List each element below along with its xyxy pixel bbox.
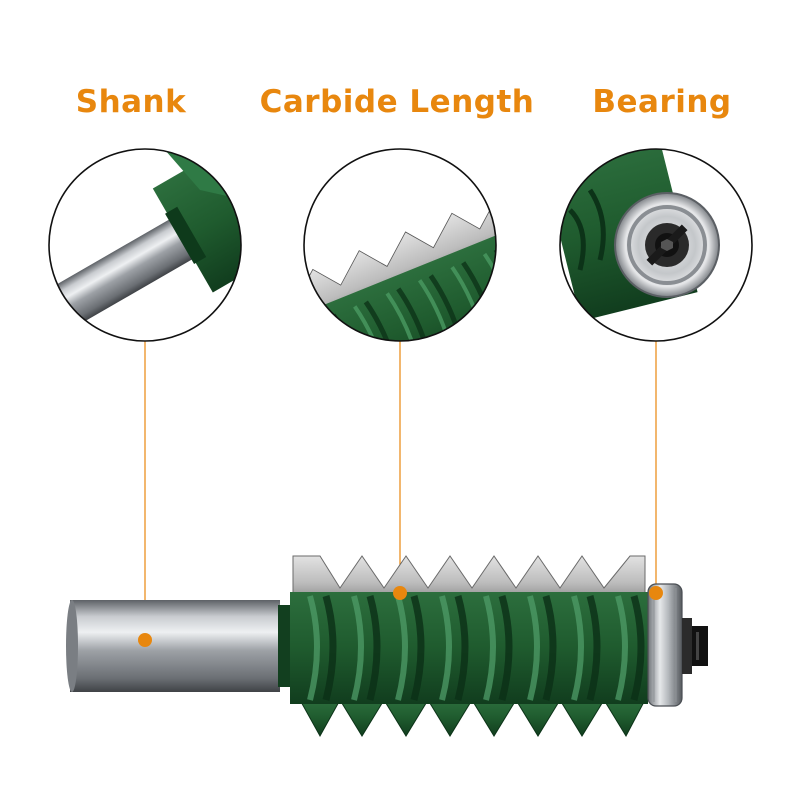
shank-dot — [138, 633, 152, 647]
bearing-detail-circle — [559, 148, 753, 342]
carbide-length-label: Carbide Length — [259, 84, 535, 120]
bearing-dot — [649, 586, 663, 600]
bearing — [647, 583, 708, 707]
bearing-label: Bearing — [592, 84, 732, 120]
indicator-dots — [138, 586, 663, 647]
carbide-dot — [393, 586, 407, 600]
shank — [66, 600, 280, 692]
shank-detail-circle — [48, 148, 242, 342]
shank-label: Shank — [75, 84, 187, 120]
cutter-body — [278, 592, 648, 704]
carbide-detail-circle — [303, 148, 497, 342]
router-bit — [66, 555, 708, 738]
leader-lines — [144, 341, 657, 640]
